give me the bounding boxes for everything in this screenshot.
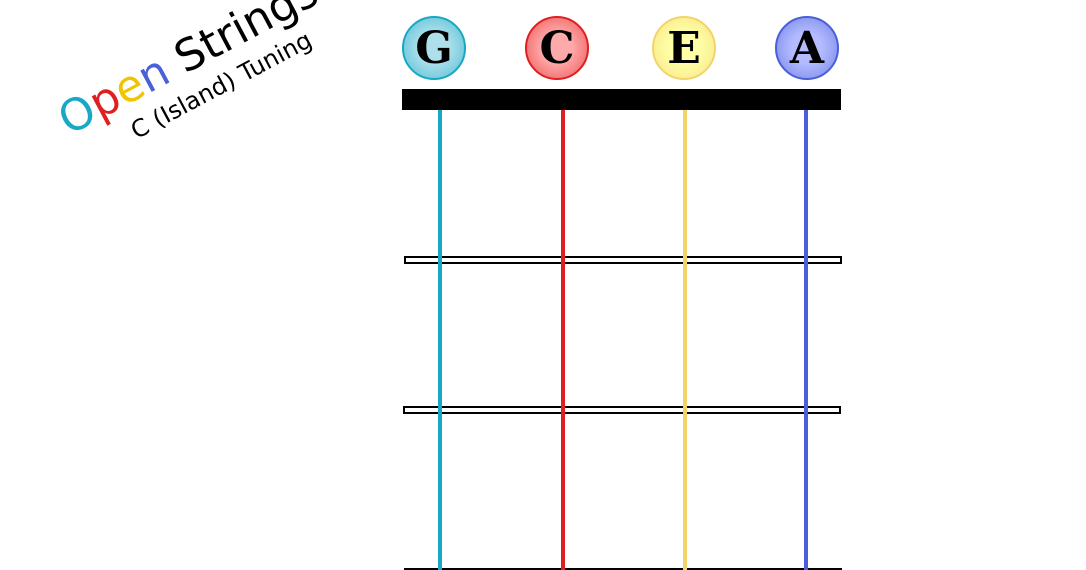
note-e-circle: E	[652, 16, 716, 80]
note-a-circle: A	[775, 16, 839, 80]
title-block: Open Strings C (Island) Tuning	[50, 0, 340, 171]
string-c	[561, 110, 565, 570]
note-c-circle: C	[525, 16, 589, 80]
fretboard-bottom-line	[404, 568, 842, 570]
fret-2	[403, 406, 841, 414]
note-g-circle: G	[402, 16, 466, 80]
string-g	[438, 110, 442, 570]
string-a	[804, 110, 808, 570]
string-e	[683, 110, 687, 570]
fret-1	[404, 256, 842, 264]
title: Open Strings	[50, 0, 326, 145]
nut	[402, 89, 841, 110]
